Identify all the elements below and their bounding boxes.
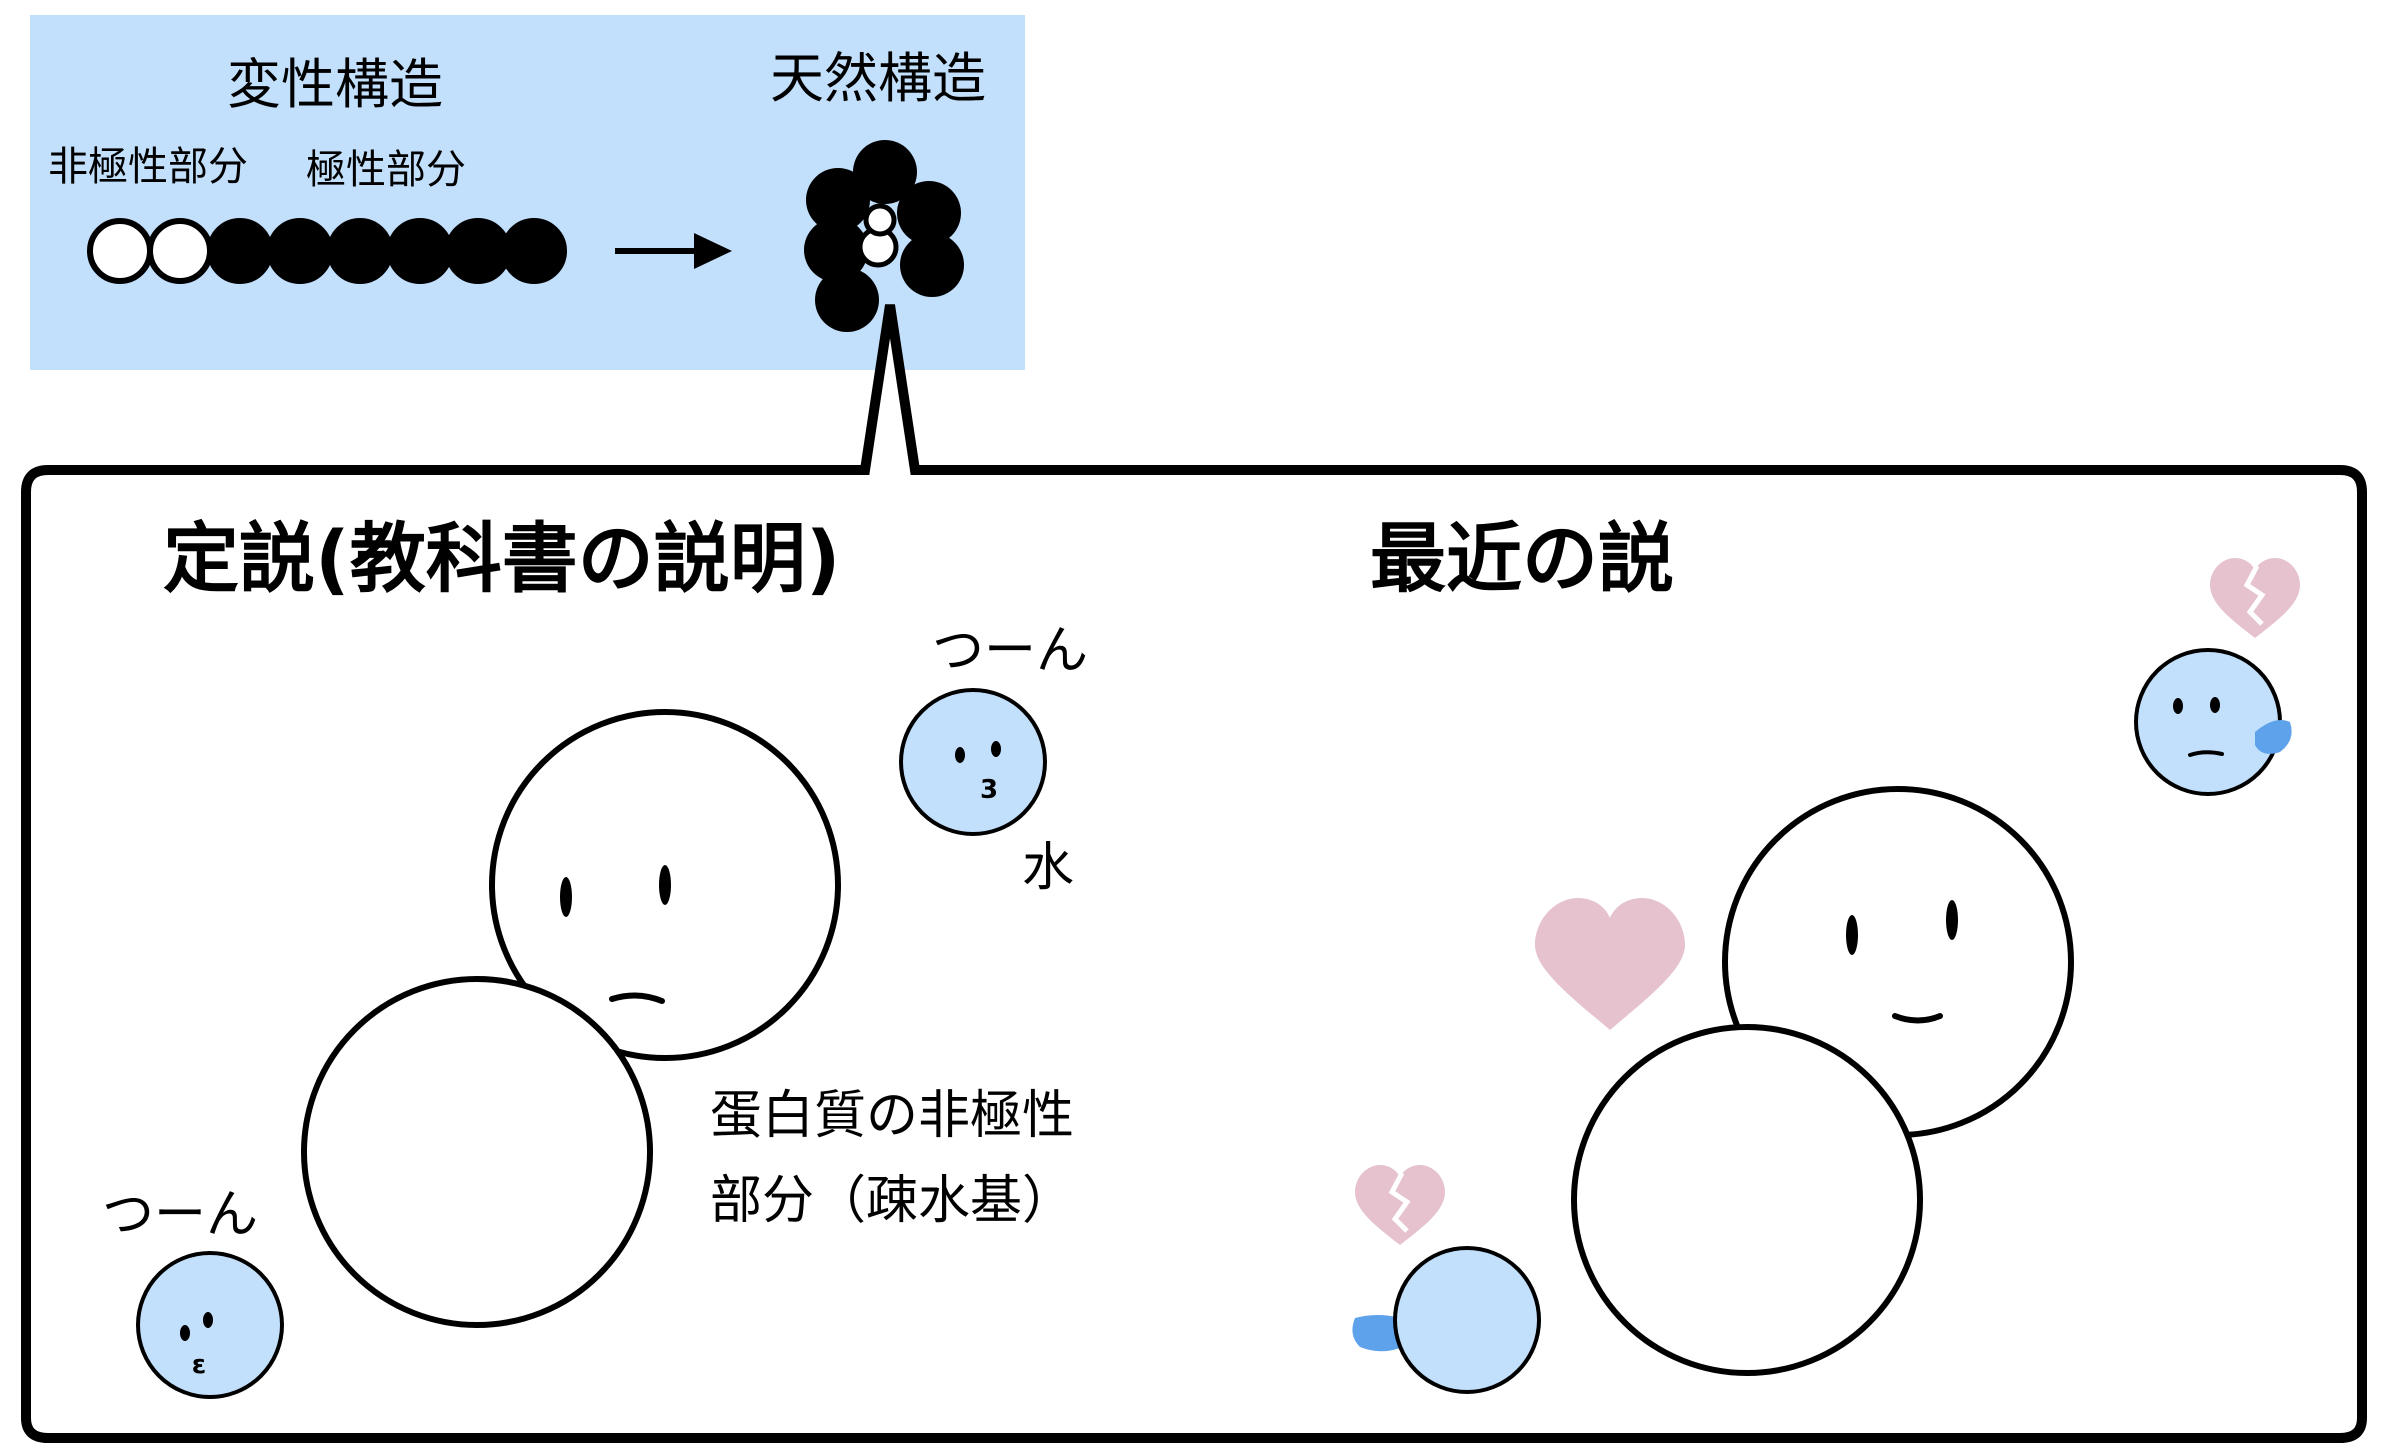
recent-theory-title: 最近の説 — [1370, 514, 1674, 603]
polar-bead — [806, 168, 870, 232]
water-eye — [955, 747, 965, 763]
polar-bead — [815, 268, 879, 332]
heart-crack — [1388, 1171, 1411, 1233]
polar-bead — [207, 218, 273, 284]
polar-bead — [327, 218, 393, 284]
polar-bead — [804, 218, 868, 282]
polar-bead — [897, 181, 961, 245]
nonpolar-part-label: 非極性部分 — [48, 144, 248, 190]
water-eye — [2210, 697, 2220, 713]
top-panel: 変性構造 天然構造 非極性部分 極性部分 — [30, 15, 1025, 370]
protein-eye — [659, 865, 671, 905]
water-molecule-sad — [2134, 558, 2300, 796]
kiss-mouth-icon: ε — [192, 1350, 206, 1380]
nonpolar-bead — [87, 218, 153, 284]
polar-bead — [445, 218, 511, 284]
nonpolar-bead — [863, 203, 897, 237]
polar-bead — [853, 140, 917, 204]
protein-eye — [560, 877, 572, 917]
protein-eye — [1846, 915, 1858, 955]
polar-bead — [900, 233, 964, 297]
tear-drop-icon — [1352, 1315, 1400, 1352]
sad-protein-sphere — [489, 709, 841, 1061]
polar-bead — [387, 218, 453, 284]
smile-mouth — [1892, 1013, 1943, 1024]
native-folded-structure — [804, 140, 964, 332]
nonpolar-bead — [147, 218, 213, 284]
kiss-mouth-icon: 3 — [980, 775, 998, 805]
nonpolar-protein-sphere — [301, 976, 653, 1328]
native-structure-label: 天然構造 — [770, 47, 986, 110]
frown-mouth — [2188, 750, 2224, 757]
denatured-chain — [87, 218, 567, 284]
tear-drop-icon — [2255, 719, 2292, 754]
protein-nonpolar-label-line2: 部分（疎水基） — [710, 1171, 1074, 1231]
conventional-theory-section: 定説(教科書の説明) 3 つーん 水 ε つーん 蛋白質の非極性 部分（疎水基 — [102, 514, 1088, 1399]
tsun-label-bottom: つーん — [102, 1185, 258, 1245]
tsun-label-top: つーん — [932, 621, 1088, 681]
water-eye — [991, 741, 1001, 757]
frown-mouth — [609, 992, 665, 1004]
recent-theory-section: 最近の説 — [1352, 514, 2300, 1394]
water-molecule-aloof: 3 — [899, 688, 1047, 836]
broken-heart-icon — [2210, 558, 2300, 638]
broken-heart-icon — [1355, 1165, 1445, 1245]
water-molecule-aloof: ε — [136, 1251, 284, 1399]
protein-nonpolar-label-line1: 蛋白質の非極性 — [710, 1086, 1074, 1146]
water-label: 水 — [1022, 838, 1074, 898]
water-molecule-sad — [1352, 1165, 1541, 1394]
conventional-theory-title: 定説(教科書の説明) — [163, 514, 840, 603]
water-eye — [2173, 698, 2183, 714]
right-arrow-icon — [615, 233, 732, 269]
heart-crack — [2243, 564, 2266, 626]
heart-icon — [1535, 898, 1685, 1030]
denatured-structure-label: 変性構造 — [227, 53, 443, 116]
protein-eye — [1946, 900, 1958, 940]
polar-bead — [501, 218, 567, 284]
nonpolar-protein-sphere — [1571, 1024, 1923, 1376]
water-eye — [180, 1325, 190, 1341]
water-eye — [203, 1312, 213, 1328]
polar-bead — [267, 218, 333, 284]
polar-part-label: 極性部分 — [306, 147, 466, 193]
